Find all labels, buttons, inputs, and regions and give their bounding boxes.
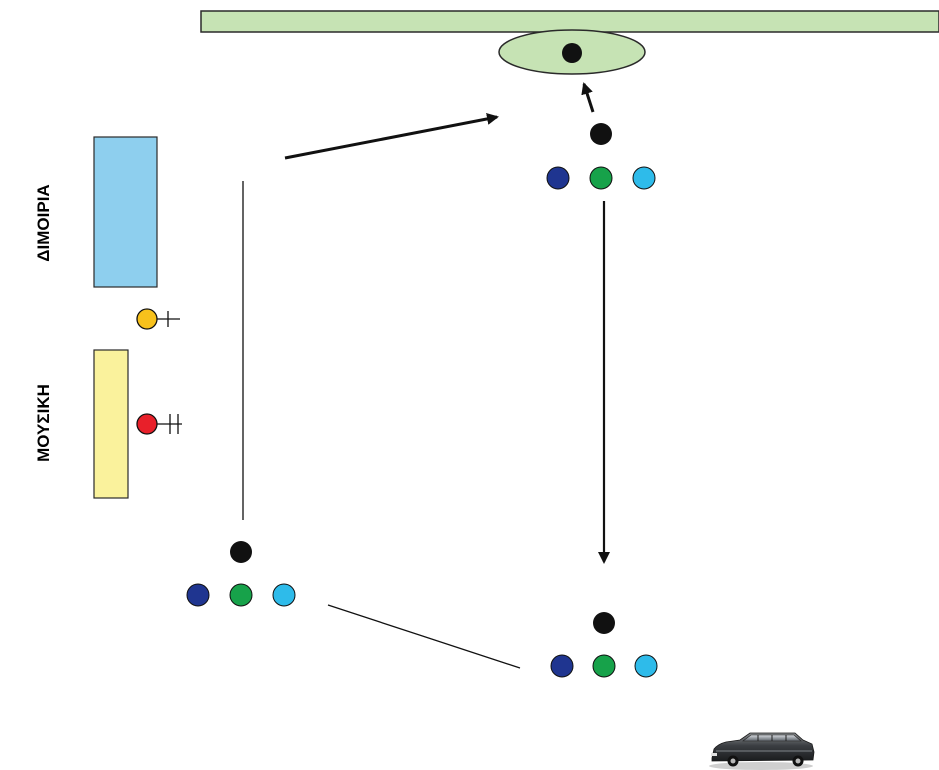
platoon-group: ΔΙΜΟΙΡΙΑ — [34, 136, 158, 288]
group-top-navy — [546, 166, 570, 190]
bottom-diagonal-line — [327, 604, 521, 669]
group-bottom — [550, 612, 658, 678]
group-left-leader — [230, 541, 252, 563]
yellow-marker — [136, 308, 180, 330]
music-block — [93, 349, 129, 499]
red-marker — [136, 413, 182, 435]
music-group: ΜΟΥΣΙΚΗ — [34, 349, 129, 499]
red-marker-circle — [136, 413, 158, 435]
music-label: ΜΟΥΣΙΚΗ — [34, 384, 53, 462]
group-top-cyan — [632, 166, 656, 190]
group-left-green — [229, 583, 253, 607]
yellow-marker-circle — [136, 308, 158, 330]
stand-bar — [200, 10, 939, 33]
group-bottom-navy — [550, 654, 574, 678]
group-bottom-leader — [593, 612, 615, 634]
group-bottom-cyan — [634, 654, 658, 678]
arrow-to-stand — [284, 113, 499, 160]
platoon-label: ΔΙΜΟΙΡΙΑ — [34, 184, 53, 261]
arrow-to-podium — [581, 82, 595, 113]
podium-person — [562, 43, 582, 63]
limousine-icon — [709, 732, 815, 770]
group-left — [186, 541, 296, 607]
group-left-navy — [186, 583, 210, 607]
group-top-green — [589, 166, 613, 190]
group-top — [546, 123, 656, 190]
group-top-leader — [590, 123, 612, 145]
reviewing-stand — [200, 10, 939, 75]
group-left-cyan — [272, 583, 296, 607]
group-bottom-green — [592, 654, 616, 678]
platoon-block — [93, 136, 158, 288]
route-lines — [242, 82, 610, 669]
